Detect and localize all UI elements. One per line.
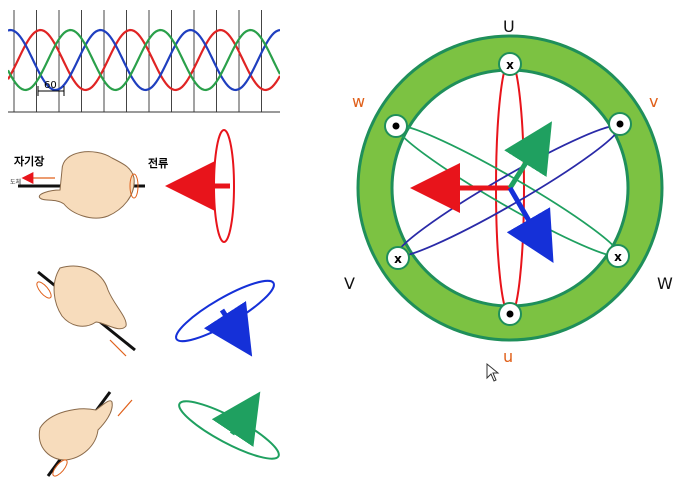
label-v: v	[649, 92, 658, 111]
cross-icon: x	[614, 250, 622, 264]
hand-icon-3	[38, 400, 113, 461]
current-arrow-small-2	[109, 339, 127, 357]
dot-icon	[616, 120, 624, 128]
conductor-label: 도체	[10, 178, 21, 186]
rotation-loop-icon	[129, 173, 139, 199]
hand-rule-green	[38, 391, 280, 477]
cross-icon: x	[506, 58, 514, 72]
label-W: W	[657, 274, 673, 293]
label-w: w	[352, 92, 365, 111]
phase-c-wave	[8, 28, 280, 92]
dot-icon	[392, 122, 400, 130]
green-coil	[178, 400, 280, 460]
rotation-loop-icon-2	[36, 281, 52, 299]
green-field-arrow	[211, 391, 261, 447]
phase-b-wave	[8, 28, 280, 92]
label-u: u	[503, 347, 513, 366]
green-resultant-arrow	[504, 121, 552, 190]
slot-top: x	[498, 52, 522, 76]
slot-lower-left: x	[386, 246, 410, 270]
slot-upper-left	[384, 114, 408, 138]
hand-rule-blue	[36, 265, 275, 357]
field-label: 자기장	[14, 154, 44, 168]
hand-icon-2	[53, 265, 127, 330]
slot-lower-right: x	[606, 244, 630, 268]
cross-icon: x	[394, 252, 402, 266]
label-V: V	[344, 274, 355, 293]
phase-shift-label: 60	[44, 80, 57, 91]
current-label: 전류	[148, 156, 168, 170]
phase-a-wave	[8, 28, 280, 92]
blue-field-arrow	[203, 301, 253, 357]
blue-resultant-arrow	[506, 186, 554, 263]
hand-rule-red: 자기장 전류 도체	[10, 129, 235, 243]
slot-bottom	[498, 302, 522, 326]
dot-icon	[506, 310, 514, 318]
label-U: U	[503, 17, 515, 36]
rotation-loop-icon-3	[52, 459, 68, 477]
hand-icon	[38, 151, 135, 219]
current-arrow-small-3	[117, 399, 133, 417]
stator-diagram: x x x U u w v V W	[344, 17, 673, 366]
slot-upper-right	[608, 112, 632, 136]
three-phase-waveform: 60	[8, 10, 280, 113]
waveform-gridlines	[13, 10, 262, 112]
mouse-cursor-icon	[486, 362, 500, 382]
